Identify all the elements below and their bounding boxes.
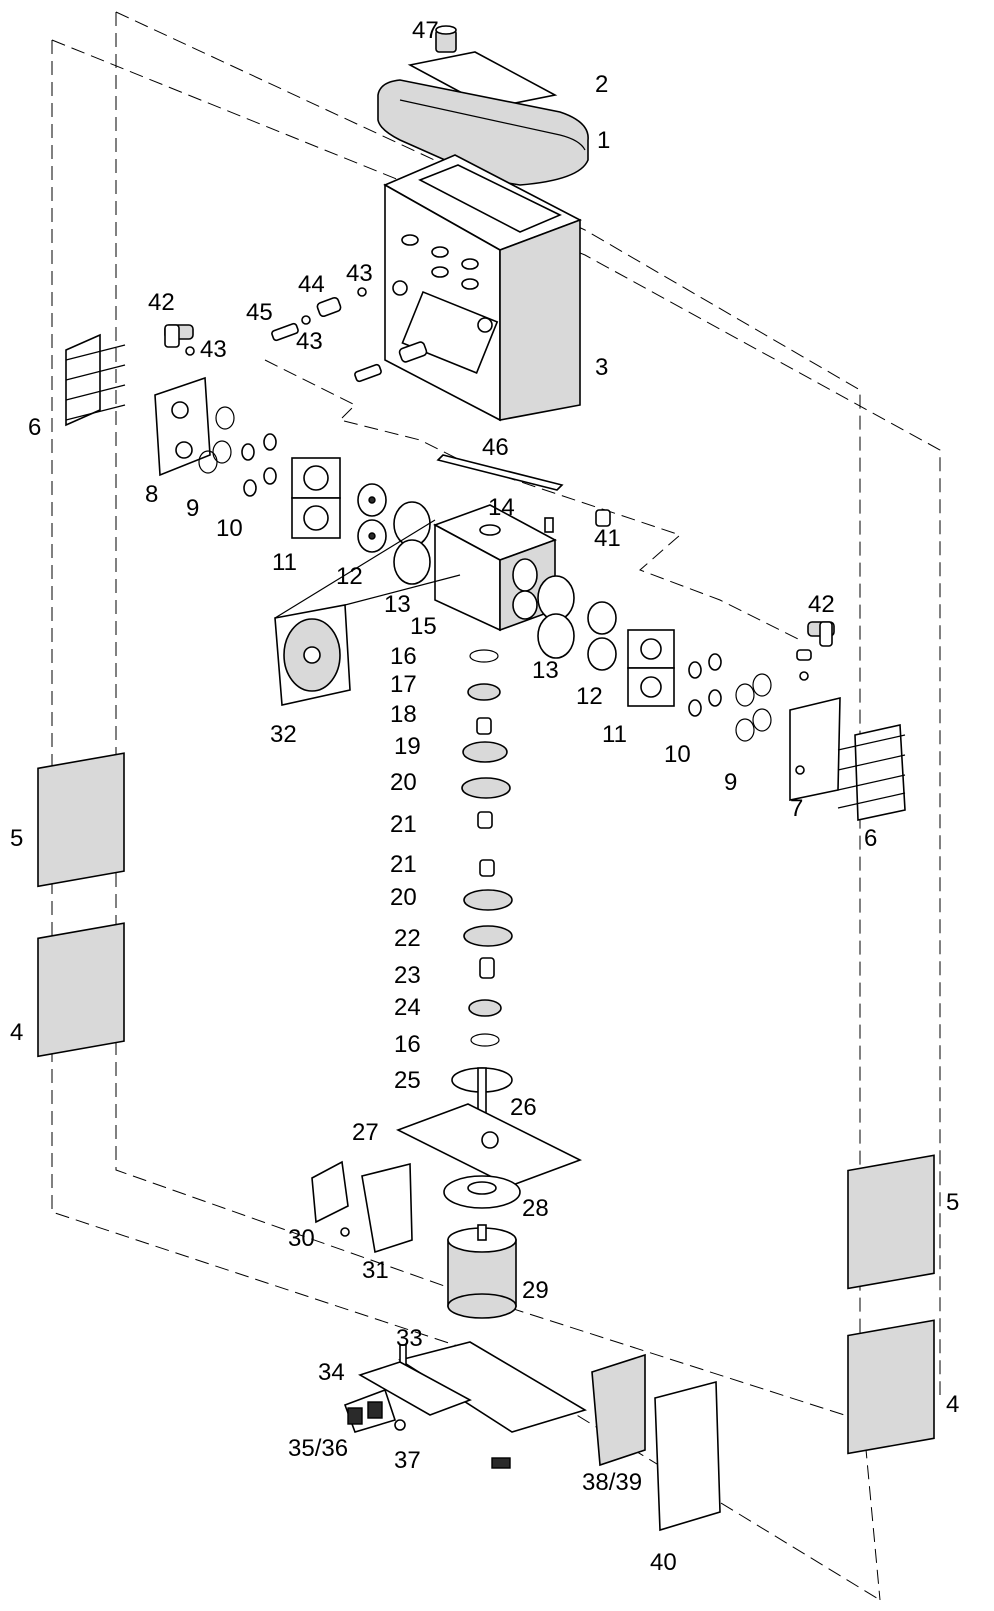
callout-15: 15 [410,613,437,640]
callout-5a: 5 [10,825,23,852]
small-fitting [544,509,611,533]
bracket-right [837,724,906,821]
callout-46: 46 [482,434,509,461]
callout-10a: 10 [216,515,243,542]
pump-body [433,504,557,632]
manifold-block-right [789,696,841,801]
manifold-block-left [154,376,211,477]
callout-13b: 13 [532,657,559,684]
rod-part [436,454,564,491]
callout-19: 19 [394,733,421,760]
callout-25: 25 [394,1067,421,1094]
callout-3: 3 [595,354,608,381]
housing-part [383,154,582,422]
callout-20b: 20 [390,884,417,911]
callout-45: 45 [246,299,273,326]
callout-2: 2 [595,71,608,98]
o-rings-right [688,653,772,742]
callout-40: 40 [650,1549,677,1576]
callout-11a: 11 [272,549,297,576]
base-plate [343,1341,587,1469]
callout-7: 7 [790,795,803,822]
callout-29: 29 [522,1277,549,1304]
discs-left [357,483,387,553]
electronics-boards [311,1160,413,1254]
callout-33: 33 [396,1325,423,1352]
drive-stack [451,649,513,1129]
callout-41: 41 [594,525,621,552]
callout-30: 30 [288,1225,315,1252]
callout-labels: 47 2 1 3 44 43 45 43 42 43 6 46 8 9 10 1… [10,17,959,1576]
fittings-parts [271,287,428,383]
callout-35-36: 35/36 [288,1435,348,1462]
callout-13a: 13 [384,591,411,618]
callout-20a: 20 [390,769,417,796]
callout-8: 8 [145,481,158,508]
mounting-plate [395,1103,583,1187]
callout-14: 14 [488,494,515,521]
callout-38-39: 38/39 [582,1469,642,1496]
top-cover-part [377,79,589,186]
motor-part [447,1224,517,1319]
o-rings-left [198,406,277,497]
callout-21a: 21 [390,811,417,838]
elbow-fitting-left [164,324,195,356]
callout-16b: 16 [394,1031,421,1058]
callout-43c: 43 [200,336,227,363]
valve-block-left [291,457,341,539]
callout-12a: 12 [336,563,363,590]
power-supply-box [591,1353,721,1532]
callout-11b: 11 [602,721,627,748]
callout-22: 22 [394,925,421,952]
callout-5b: 5 [946,1189,959,1216]
callout-43a: 43 [346,260,373,287]
callout-32: 32 [270,721,297,748]
callout-26: 26 [510,1094,537,1121]
callout-12b: 12 [576,683,603,710]
callout-17: 17 [390,671,417,698]
valve-block-right [627,629,675,707]
callout-42a: 42 [148,289,175,316]
callout-31: 31 [362,1257,389,1284]
callout-21b: 21 [390,851,417,878]
callout-6a: 6 [28,414,41,441]
callout-44: 44 [298,271,325,298]
callout-10b: 10 [664,741,691,768]
callout-43b: 43 [296,328,323,355]
knob-part [435,25,457,53]
callout-37: 37 [394,1447,421,1474]
callout-9b: 9 [724,769,737,796]
callout-34: 34 [318,1359,345,1386]
callout-27: 27 [352,1119,379,1146]
callout-1: 1 [597,127,610,154]
callout-23: 23 [394,962,421,989]
callout-47: 47 [412,17,439,44]
elbow-fitting-right [796,621,835,681]
callout-42b: 42 [808,591,835,618]
callout-24: 24 [394,994,421,1021]
callout-18: 18 [390,701,417,728]
cylinders-left [393,501,431,585]
callout-6b: 6 [864,825,877,852]
fan-part [274,519,461,706]
cylinders-right [537,575,617,671]
heatsinks [37,752,935,1455]
callout-16a: 16 [390,643,417,670]
callout-28: 28 [522,1195,549,1222]
callout-9a: 9 [186,495,199,522]
motor-flange [443,1175,521,1209]
bracket-left [65,333,126,427]
callout-4b: 4 [946,1391,959,1418]
callout-4a: 4 [10,1019,23,1046]
